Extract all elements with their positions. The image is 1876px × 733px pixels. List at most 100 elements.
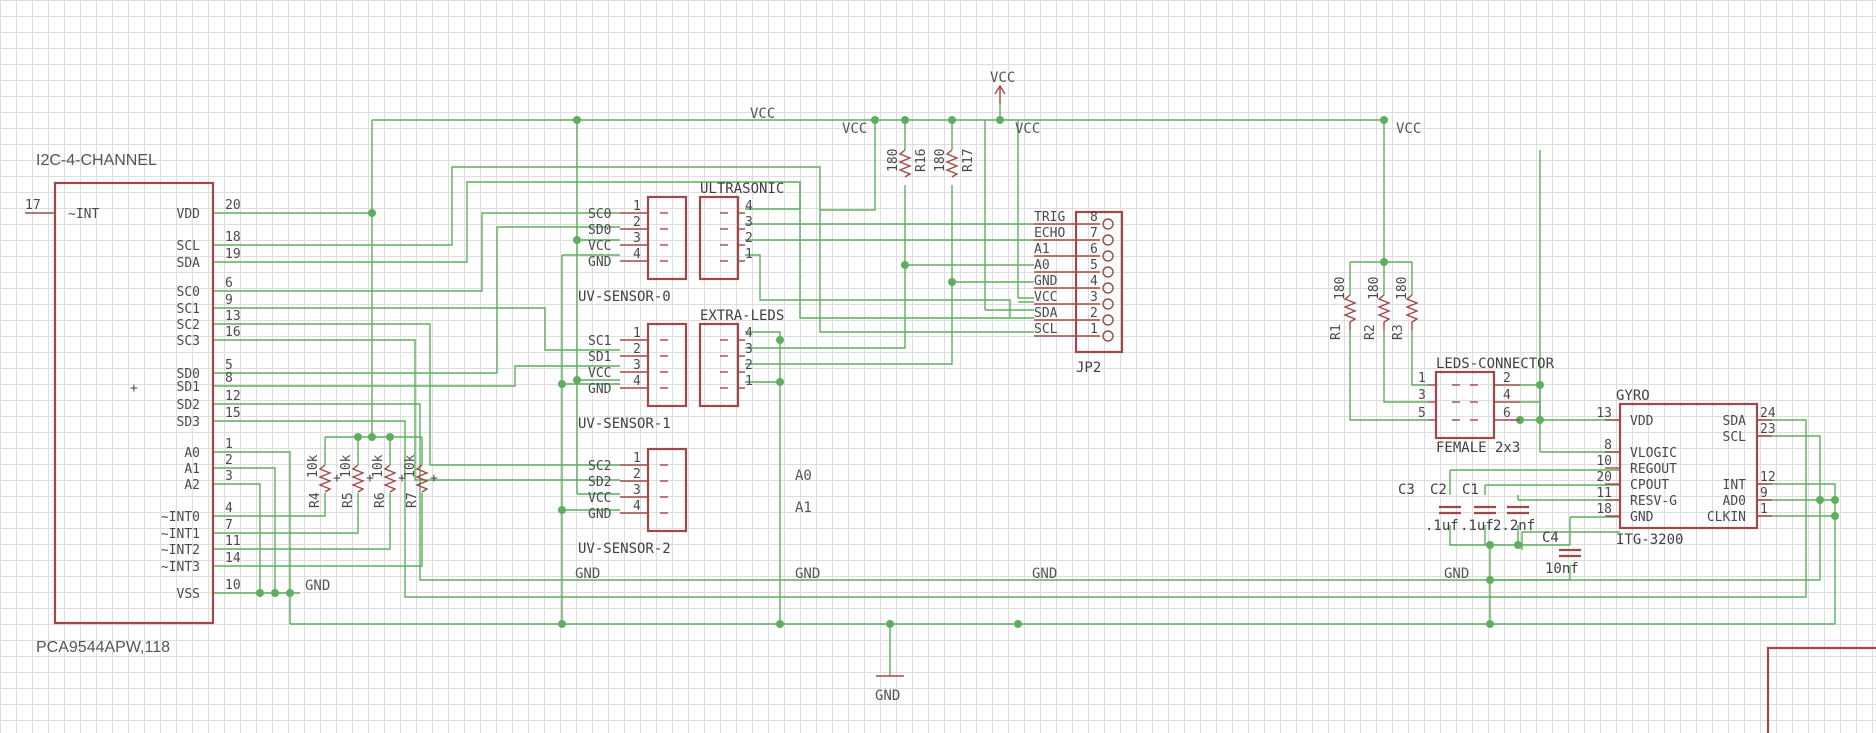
ic-value: PCA9544APW,118 (36, 639, 170, 656)
ic-pin-name: ~INT3 (161, 560, 200, 575)
ic-pin-name: SCL (177, 239, 201, 254)
header-pad (1102, 218, 1114, 230)
ic-pin-name: SD2 (177, 398, 200, 413)
net-label-a0: A0 (795, 468, 812, 484)
ic-pin-num: 6 (225, 276, 233, 291)
connector-value: FEMALE 2x3 (1436, 440, 1520, 456)
pin-number: 6 (1090, 242, 1098, 257)
pin-net: GND (588, 507, 612, 522)
pin-net: VCC (1034, 290, 1057, 305)
ic-pin-num: 12 (225, 389, 241, 404)
cap-value: 2.2nf (1493, 518, 1535, 534)
pin-net: VCC (588, 239, 611, 254)
ic-pin-name: SD0 (177, 367, 200, 382)
svg-text:GND: GND (875, 688, 900, 704)
connector-name: UV-SENSOR-2 (578, 541, 671, 557)
ic-pin-name: SC3 (177, 334, 200, 349)
connector-name: UV-SENSOR-1 (578, 416, 671, 432)
net-label-gnd: GND (305, 578, 330, 594)
ic-pin-name: SC0 (177, 285, 200, 300)
resistor-r5 (351, 464, 365, 493)
svg-text:R16: R16 (914, 149, 929, 172)
svg-text:R17: R17 (961, 149, 976, 172)
pin-number: 4 (745, 199, 753, 214)
pin-number: 1 (745, 374, 753, 389)
junction-dots (256, 116, 1839, 628)
offscreen-part-outline (1766, 646, 1876, 733)
pin-number: 4 (633, 247, 641, 262)
resistor-name: R3 (1391, 324, 1406, 340)
header-pad (1102, 314, 1114, 326)
ic-pin-num: 8 (225, 371, 233, 386)
resistor-value: 180 (1395, 277, 1410, 300)
ic-pin-num: 2 (225, 453, 233, 468)
pin-number: 3 (633, 231, 641, 246)
connector-body (646, 322, 688, 408)
ic-pin-num: 14 (225, 551, 241, 566)
pin-number: 23 (1760, 422, 1776, 437)
cap-value: .1uf (1425, 518, 1459, 534)
pin-net: A0 (1034, 258, 1050, 273)
resistor-r17[interactable]: 180 R17 (933, 149, 976, 178)
connector-name: EXTRA-LEDS (700, 308, 784, 324)
pin-number: 11 (1596, 486, 1612, 501)
gnd-label-3: GND (1032, 566, 1057, 582)
ic-origin-marker: + (130, 381, 138, 396)
ic-pin-num: 13 (225, 309, 241, 324)
ic-pca9544[interactable]: I2C-4-CHANNEL 17 ~INT + PCA9544APW,118 V… (25, 152, 241, 656)
gyro-name: GYRO (1616, 388, 1650, 404)
header-name: JP2 (1076, 360, 1101, 376)
vcc-label-1: VCC (750, 106, 775, 122)
ic-pin-name: SC2 (177, 318, 200, 333)
resistor-origin: + (366, 471, 374, 486)
pin-number: 4 (1503, 388, 1511, 403)
pin-number: 5 (1418, 406, 1426, 421)
resistor-origin: + (430, 471, 438, 486)
ic-pin-name: SD3 (177, 415, 200, 430)
ic-pin-name: ~INT2 (161, 543, 200, 558)
pin-net: SC2 (588, 459, 611, 474)
cap-name: C2 (1430, 482, 1447, 498)
header-pad (1102, 298, 1114, 310)
resistor-name: R6 (373, 492, 388, 508)
ic-pin-num: 9 (225, 293, 233, 308)
ic-right-pins: VDD20SCL18SDA19SC06SC19SC213SC316SD05SD1… (161, 198, 241, 602)
pin-number: 3 (745, 215, 753, 230)
connector-name: LEDS-CONNECTOR (1436, 356, 1555, 372)
pin-name: SDA (1723, 414, 1747, 429)
resistor-r16[interactable]: 180 R16 (886, 149, 929, 178)
header-pad (1102, 330, 1114, 342)
pin-net: ECHO (1034, 226, 1065, 241)
ic-pin-num: 18 (225, 230, 241, 245)
ic-left-pin-name: ~INT (68, 207, 99, 222)
resistor-value: 10k (371, 454, 386, 478)
header-pad (1102, 282, 1114, 294)
pin-name: REGOUT (1630, 462, 1677, 477)
pin-number: 4 (633, 374, 641, 389)
ic-body (53, 181, 215, 625)
pin-name: SCL (1723, 430, 1747, 445)
pin-number: 4 (745, 326, 753, 341)
pin-number: 2 (633, 342, 641, 357)
resistor-name: R2 (1363, 324, 1378, 340)
pin-net: VCC (588, 366, 611, 381)
pin-number: 1 (633, 451, 641, 466)
ic-pin-num: 16 (225, 325, 241, 340)
gyro-itg3200[interactable]: GYROITG-320013VDD8VLOGIC10REGOUT20CPOUT1… (1596, 388, 1775, 548)
pin-net: SD1 (588, 350, 611, 365)
connector-body (698, 322, 740, 408)
pin-net: GND (588, 382, 612, 397)
pin-net: GND (1034, 274, 1058, 289)
ic-pin-num: 19 (225, 247, 241, 262)
gnd-label-4: GND (1444, 566, 1469, 582)
pin-net: SD0 (588, 223, 611, 238)
